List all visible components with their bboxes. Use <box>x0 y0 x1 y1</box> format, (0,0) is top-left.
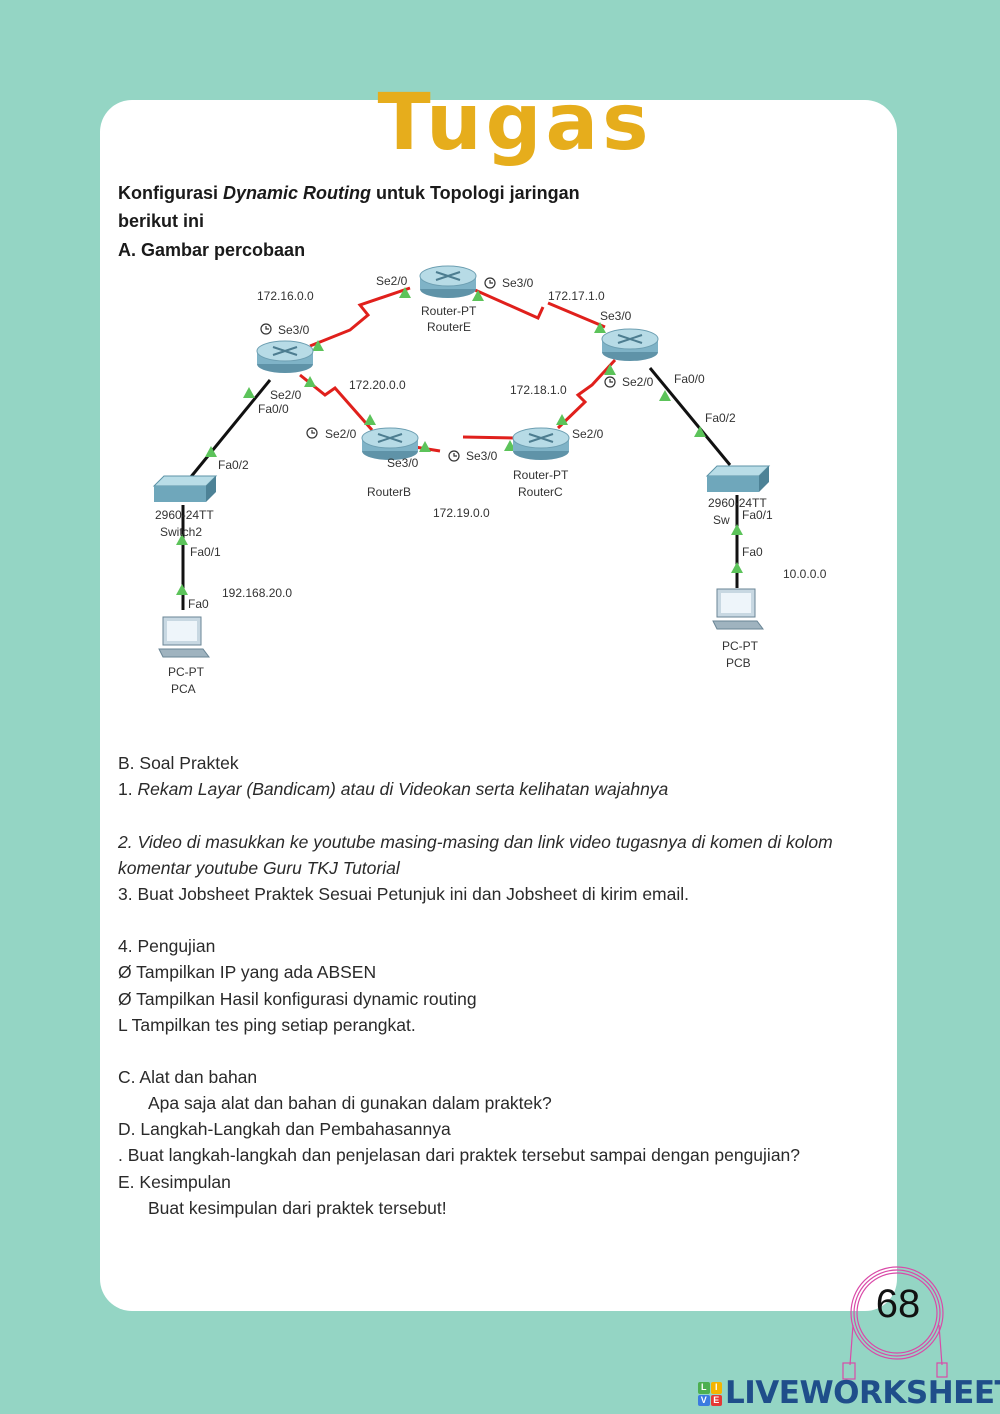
logo-letter: V <box>698 1394 710 1406</box>
port-label: Se3/0 <box>278 323 310 337</box>
port-label: Se3/0 <box>502 276 534 290</box>
liveworksheets-brand[interactable]: LIVEWORKSHEETS <box>725 1375 1000 1411</box>
router-a-icon <box>256 340 314 374</box>
test-item: Ø Tampilkan IP yang ada ABSEN <box>118 962 377 982</box>
pcb-icon <box>712 588 764 630</box>
port-label: Fa0/0 <box>674 372 705 386</box>
network-label: 172.20.0.0 <box>349 378 406 392</box>
port-label: Fa0/1 <box>742 508 773 522</box>
pca-icon <box>158 616 210 658</box>
test-item: Ø Tampilkan Hasil konfigurasi dynamic ro… <box>118 989 477 1009</box>
device-name: PCA <box>171 682 196 696</box>
section-e-text: Buat kesimpulan dari praktek tersebut! <box>148 1198 447 1218</box>
link-routerD-switchR <box>648 367 732 466</box>
page-title: Tugas <box>377 78 653 168</box>
task-item-2-cont: komentar youtube Guru TKJ Tutorial <box>118 858 400 878</box>
section-b-heading: B. Soal Praktek <box>118 753 239 773</box>
device-name: RouterB <box>367 485 411 499</box>
item-text: Rekam Layar (Bandicam) atau di Videokan … <box>137 779 669 799</box>
port-label: Se2/0 <box>270 388 302 402</box>
item-number: 1. <box>118 779 138 799</box>
network-label: 172.17.1.0 <box>548 289 605 303</box>
device-model: 2960-24TT <box>155 508 214 522</box>
heading-emphasis: Dynamic Routing <box>223 183 372 203</box>
task-item-1: 1. Rekam Layar (Bandicam) atau di Videok… <box>118 779 668 800</box>
port-label: Fa0 <box>188 597 209 611</box>
device-type: PC-PT <box>722 639 759 653</box>
test-item: L Tampilkan tes ping setiap perangkat. <box>118 1015 416 1035</box>
device-type: Router-PT <box>421 304 477 318</box>
link-routerA-routerE <box>309 286 411 348</box>
device-name: RouterC <box>518 485 563 499</box>
section-c-heading: C. Alat dan bahan <box>118 1067 258 1087</box>
port-label: Fa0 <box>742 545 763 559</box>
device-name: PCB <box>726 656 751 670</box>
heading-text: Konfigurasi <box>118 183 224 203</box>
task-item-3: 3. Buat Jobsheet Praktek Sesuai Petunjuk… <box>118 884 690 904</box>
port-label: Se2/0 <box>572 427 604 441</box>
task-heading: Konfigurasi Dynamic Routing untuk Topolo… <box>118 183 580 204</box>
router-c-icon <box>512 427 570 461</box>
port-label: Fa0/0 <box>258 402 289 416</box>
link-routerE-routerD-2 <box>547 301 606 329</box>
device-type: PC-PT <box>168 665 205 679</box>
device-name: RouterE <box>427 320 471 334</box>
clock-icons <box>260 277 616 462</box>
port-label: Fa0/2 <box>705 411 736 425</box>
router-d-icon <box>601 328 659 362</box>
port-label: Se3/0 <box>387 456 419 470</box>
heading-text: untuk Topologi jaringan <box>371 183 580 203</box>
port-label: Se3/0 <box>600 309 632 323</box>
link-routerC-routerD <box>556 358 617 430</box>
page-number: 68 <box>875 1282 921 1326</box>
link-routerA-switch2 <box>188 379 272 479</box>
network-label: 172.16.0.0 <box>257 289 314 303</box>
switch-right-icon <box>706 465 770 493</box>
network-label: 172.18.1.0 <box>510 383 567 397</box>
section-e-heading: E. Kesimpulan <box>118 1172 231 1192</box>
network-label: 172.19.0.0 <box>433 506 490 520</box>
diagram-labels: 172.16.0.0 172.17.1.0 172.20.0.0 172.18.… <box>155 274 827 696</box>
device-model: 2960-24TT <box>708 496 767 510</box>
port-label: Se3/0 <box>466 449 498 463</box>
device-type: Router-PT <box>513 468 569 482</box>
router-e-icon <box>419 265 477 299</box>
port-label: Fa0/2 <box>218 458 249 472</box>
task-heading-line2: berikut ini <box>118 211 205 231</box>
port-label: Se2/0 <box>376 274 408 288</box>
port-label: Fa0/1 <box>190 545 221 559</box>
section-c-text: Apa saja alat dan bahan di gunakan dalam… <box>148 1093 552 1113</box>
port-label: Se2/0 <box>622 375 654 389</box>
section-d-text: . Buat langkah-langkah dan penjelasan da… <box>118 1145 801 1165</box>
task-item-2: 2. Video di masukkan ke youtube masing-m… <box>118 832 833 852</box>
logo-letter: I <box>710 1382 722 1394</box>
logo-letter: E <box>710 1394 722 1406</box>
device-name: Switch2 <box>160 525 202 539</box>
task-item-4: 4. Pengujian <box>118 936 216 956</box>
network-label: 10.0.0.0 <box>783 567 827 581</box>
link-routerE-routerD <box>474 288 545 320</box>
port-label: Se2/0 <box>325 427 357 441</box>
switch2-icon <box>153 475 217 503</box>
network-label: 192.168.20.0 <box>222 586 292 600</box>
cable-decoration-icon <box>842 1266 948 1380</box>
logo-letter: L <box>698 1382 710 1394</box>
section-d-heading: D. Langkah-Langkah dan Pembahasannya <box>118 1119 451 1139</box>
device-name: Sw <box>713 513 730 527</box>
link-routerB-routerC-2 <box>462 435 516 440</box>
liveworksheets-logo-icon: L I V E <box>698 1382 722 1406</box>
section-a-heading: A. Gambar percobaan <box>118 240 306 260</box>
